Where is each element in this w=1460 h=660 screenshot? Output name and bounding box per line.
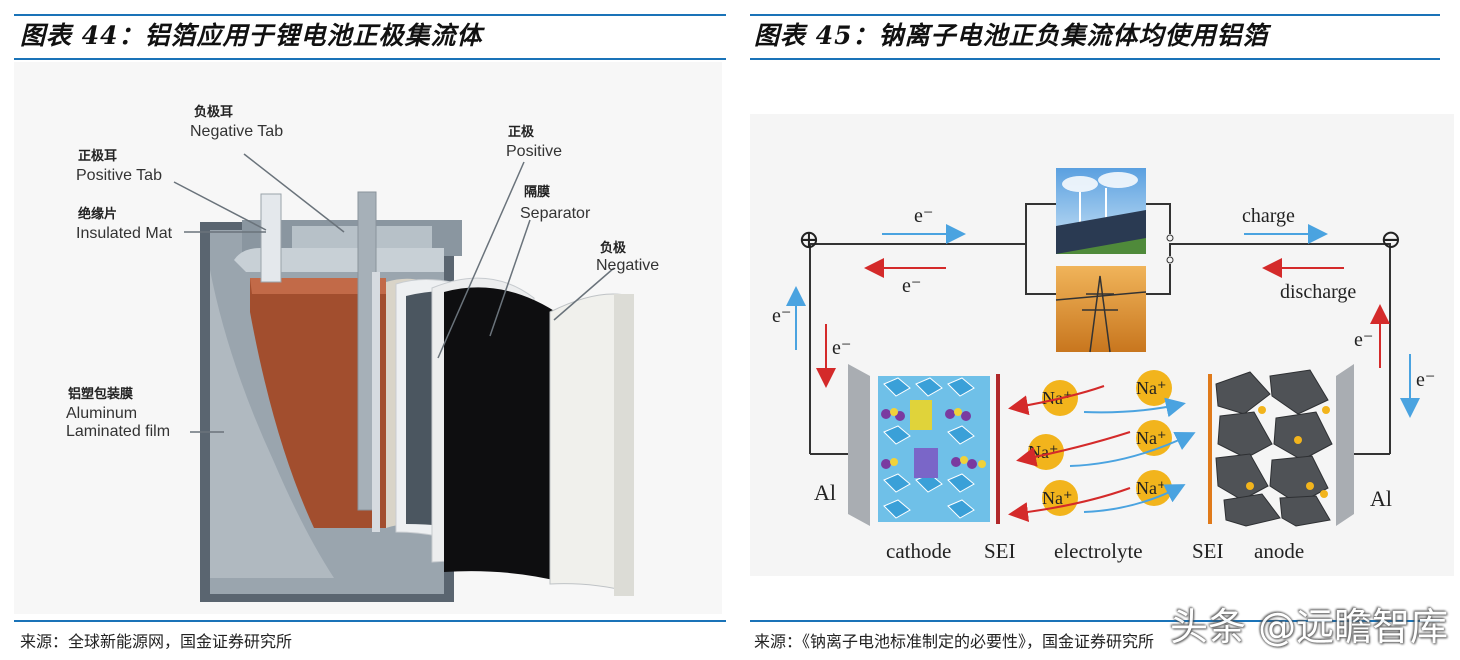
label-negative-en: Negative [596, 257, 659, 274]
label-e-left-down: e⁻ [832, 337, 851, 359]
label-discharge: discharge [1280, 281, 1356, 303]
source-rule [14, 620, 726, 622]
label-negative-tab-cn: 负极耳 [194, 104, 233, 120]
label-positive-tab-cn: 正极耳 [78, 148, 117, 164]
label-positive-en: Positive [506, 143, 562, 160]
figure-44-panel: 图表 44：铝箔应用于锂电池正极集流体 [0, 0, 726, 660]
top-rule [750, 14, 1440, 16]
na-ion-label: Na⁺ [1136, 478, 1167, 498]
na-ions [1028, 370, 1172, 516]
figure-44-title: 图表 44：铝箔应用于锂电池正极集流体 [20, 21, 483, 50]
label-insulated-cn: 绝缘片 [78, 206, 117, 222]
label-insulated-en: Insulated Mat [76, 225, 173, 242]
label-al-left: Al [814, 480, 836, 505]
label-e-top-left: e⁻ [914, 205, 933, 227]
label-separator-en: Separator [520, 205, 591, 222]
label-e-right-up: e⁻ [1354, 329, 1373, 351]
title-rule [750, 58, 1440, 60]
label-positive-tab-en: Positive Tab [76, 167, 162, 184]
label-e-left-up: e⁻ [772, 305, 791, 327]
label-aluminum-en1: Aluminum [66, 405, 137, 422]
label-e-mid-left: e⁻ [902, 275, 921, 297]
figure-45-title: 图表 45：钠离子电池正负集流体均使用铝箔 [754, 21, 1269, 50]
label-aluminum-cn: 铝塑包装膜 [68, 386, 133, 402]
figure-45-panel: 图表 45：钠离子电池正负集流体均使用铝箔 [750, 0, 1460, 660]
na-ion-label: Na⁺ [1042, 388, 1073, 408]
figure-44-source: 来源：全球新能源网，国金证券研究所 [20, 632, 293, 651]
label-sei-left: SEI [984, 539, 1016, 563]
na-ion-label: Na⁺ [1136, 378, 1167, 398]
figure-45-source: 来源：《钠离子电池标准制定的必要性》，国金证券研究所 [754, 632, 1155, 651]
na-ion-label: Na⁺ [1136, 428, 1167, 448]
label-separator-cn: 隔膜 [524, 184, 550, 200]
lithium-battery-diagram: 负极耳 Negative Tab 正极耳 Positive Tab 绝缘片 In… [14, 62, 722, 614]
source-rule [750, 620, 1440, 622]
label-negative-cn: 负极 [600, 240, 627, 256]
label-e-right-down: e⁻ [1416, 369, 1435, 391]
title-rule [14, 58, 726, 60]
label-cathode: cathode [886, 539, 951, 563]
label-charge: charge [1242, 205, 1295, 227]
label-sei-right: SEI [1192, 539, 1224, 563]
label-anode: anode [1254, 539, 1304, 563]
negative-terminal-symbol: ⊖ [1380, 225, 1402, 254]
cathode-lattice [878, 376, 990, 522]
positive-terminal-symbol: ⊕ [798, 225, 820, 254]
label-aluminum-en2: Laminated film [66, 423, 170, 440]
top-rule [14, 14, 726, 16]
sodium-battery-diagram: ⊕ ⊖ e⁻ e⁻ charge discharge e⁻ e⁻ e⁻ e⁻ A… [750, 114, 1454, 576]
label-electrolyte: electrolyte [1054, 539, 1143, 563]
label-negative-tab-en: Negative Tab [190, 123, 283, 140]
label-al-right: Al [1370, 486, 1392, 511]
label-positive-cn: 正极 [508, 124, 535, 140]
watermark: 头条 @远瞻智库 [1170, 605, 1449, 649]
anode-structure [1215, 369, 1333, 527]
na-ion-label: Na⁺ [1042, 488, 1073, 508]
